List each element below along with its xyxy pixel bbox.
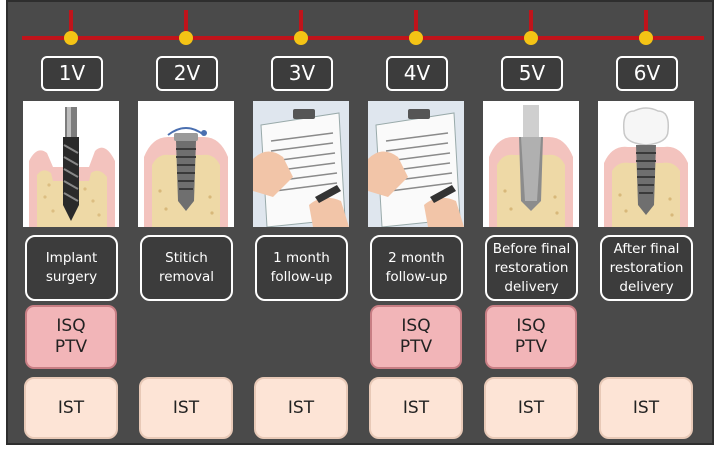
visit-column-5: 5V Before final restoration delivery ISQ… bbox=[481, 2, 581, 447]
visit-description: Implant surgery bbox=[25, 235, 118, 301]
visit-column-1: 1V Implant surgery ISQ PTV IST bbox=[21, 2, 121, 447]
ist-box: IST bbox=[599, 377, 693, 439]
isq-ptv-box: ISQ PTV bbox=[25, 305, 117, 369]
timeline-marker bbox=[294, 31, 308, 45]
visit-description: 2 month follow-up bbox=[370, 235, 463, 301]
timeline-marker bbox=[409, 31, 423, 45]
visit-code: 2V bbox=[156, 56, 218, 91]
visit-column-3: 3V 1 month follow-up IST bbox=[251, 2, 351, 447]
isq-ptv-box: ISQ PTV bbox=[485, 305, 577, 369]
implant-with-abutment-image bbox=[483, 101, 579, 227]
timeline-tick bbox=[299, 10, 303, 40]
ist-box: IST bbox=[139, 377, 233, 439]
drill-in-bone-image bbox=[23, 101, 119, 227]
visit-code: 4V bbox=[386, 56, 448, 91]
implant-with-crown-image bbox=[598, 101, 694, 227]
timeline-diagram: 1V Implant surgery ISQ PTV IST 2V bbox=[6, 0, 714, 445]
isq-ptv-box: ISQ PTV bbox=[370, 305, 462, 369]
timeline-tick bbox=[414, 10, 418, 40]
timeline-tick bbox=[529, 10, 533, 40]
timeline-tick bbox=[644, 10, 648, 40]
implant-with-suture-image bbox=[138, 101, 234, 227]
ist-box: IST bbox=[24, 377, 118, 439]
clipboard-form-image bbox=[253, 101, 349, 227]
visit-description: 1 month follow-up bbox=[255, 235, 348, 301]
timeline-tick bbox=[69, 10, 73, 40]
visit-code: 5V bbox=[501, 56, 563, 91]
visit-description: Before final restoration delivery bbox=[485, 235, 578, 301]
visit-column-4: 4V 2 month follow-up ISQ PTV IST bbox=[366, 2, 466, 447]
visit-code: 1V bbox=[41, 56, 103, 91]
timeline-marker bbox=[524, 31, 538, 45]
clipboard-form-image bbox=[368, 101, 464, 227]
visit-column-6: 6V After final restoration delivery IST bbox=[596, 2, 696, 447]
timeline-bar bbox=[22, 36, 704, 40]
timeline-marker bbox=[179, 31, 193, 45]
ist-box: IST bbox=[369, 377, 463, 439]
timeline-marker bbox=[639, 31, 653, 45]
visit-description: After final restoration delivery bbox=[600, 235, 693, 301]
visit-column-2: 2V Stitich removal IST bbox=[136, 2, 236, 447]
visit-code: 6V bbox=[616, 56, 678, 91]
ist-box: IST bbox=[484, 377, 578, 439]
visit-code: 3V bbox=[271, 56, 333, 91]
ist-box: IST bbox=[254, 377, 348, 439]
timeline-tick bbox=[184, 10, 188, 40]
visit-description: Stitich removal bbox=[140, 235, 233, 301]
timeline-marker bbox=[64, 31, 78, 45]
